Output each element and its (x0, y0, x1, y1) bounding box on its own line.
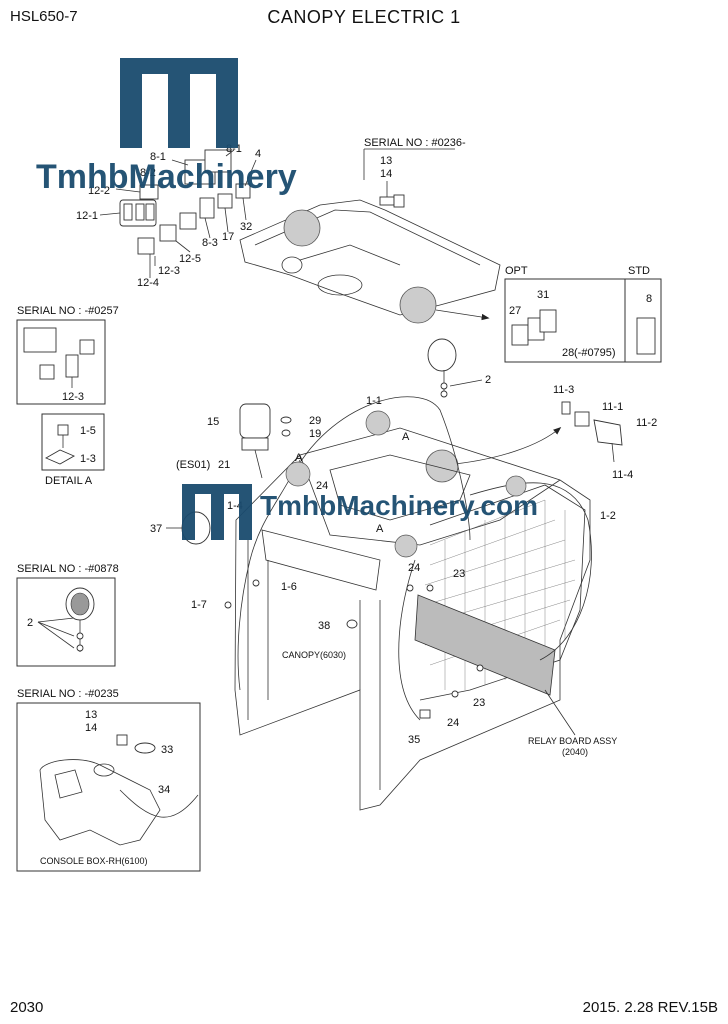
es01-label: (ES01) (176, 459, 210, 471)
callout-15: 15 (207, 416, 219, 428)
callout-1-7: 1-7 (191, 599, 207, 611)
detail-a-label: DETAIL A (45, 475, 93, 487)
callout-1-3: 1-3 (80, 453, 96, 465)
callout-23: 23 (453, 568, 465, 580)
canopy-frame (224, 396, 592, 811)
callout-14: 14 (380, 168, 392, 180)
revision-date: 2015. 2.28 REV.15B (582, 999, 718, 1016)
callout-12-2: 12-2 (88, 185, 110, 197)
page-title: CANOPY ELECTRIC 1 (267, 7, 461, 27)
callout-13: 13 (380, 155, 392, 167)
relay-board-label: RELAY BOARD ASSY (528, 736, 617, 746)
opt-label: OPT (505, 265, 528, 277)
watermark-logo-mid: TmhbMachinery.com (182, 484, 538, 540)
callout-4: 4 (255, 148, 261, 160)
callout-28: 28 (562, 347, 574, 359)
serial-0235-label: SERIAL NO : -#0235 (17, 688, 119, 700)
callout-12-5: 12-5 (179, 253, 201, 265)
callout-27: 27 (509, 305, 521, 317)
callout-23b: 23 (473, 697, 485, 709)
watermark-logo-top: TmhbMachinery (36, 58, 297, 196)
model-number: HSL650-7 (10, 8, 78, 25)
serial-0878-label: SERIAL NO : -#0878 (17, 563, 119, 575)
callout-11-2: 11-2 (636, 417, 657, 429)
callout-29: 29 (309, 415, 321, 427)
callout-8-3: 8-3 (202, 237, 218, 249)
label-a2: A (295, 452, 303, 464)
watermark-text-mid: TmhbMachinery.com (260, 490, 538, 521)
callout-14b: 14 (85, 722, 97, 734)
callout-1-5: 1-5 (80, 425, 96, 437)
watermark-text-top: TmhbMachinery (36, 158, 297, 196)
callout-19: 19 (309, 428, 321, 440)
callout-1-6: 1-6 (281, 581, 297, 593)
note-0795: (-#0795) (574, 347, 616, 359)
serial-0257-label: SERIAL NO : -#0257 (17, 305, 119, 317)
callout-12-4: 12-4 (137, 277, 159, 289)
callout-12-3b: 12-3 (62, 391, 84, 403)
relay-board-number: (2040) (562, 747, 588, 757)
label-a1: A (402, 431, 410, 443)
console-panel (239, 199, 501, 324)
callout-11-1: 11-1 (602, 401, 623, 413)
callout-11-4: 11-4 (612, 469, 633, 481)
console-box-label: CONSOLE BOX-RH(6100) (40, 856, 148, 866)
callout-1-2: 1-2 (600, 510, 616, 522)
callout-11-3: 11-3 (553, 384, 574, 396)
callout-8-1: 8-1 (150, 151, 166, 163)
callout-17: 17 (222, 231, 234, 243)
callout-38: 38 (318, 620, 330, 632)
std-label: STD (628, 265, 650, 277)
callout-1-4: 1-4 (227, 500, 243, 512)
callout-34: 34 (158, 784, 170, 796)
callout-13b: 13 (85, 709, 97, 721)
callout-24-top: 24 (316, 480, 328, 492)
switch-cluster (99, 149, 257, 278)
callout-2b: 2 (27, 617, 33, 629)
callout-8: 8 (646, 293, 652, 305)
callout-35: 35 (408, 734, 420, 746)
callout-33: 33 (161, 744, 173, 756)
callout-24b: 24 (447, 717, 459, 729)
callout-31: 31 (537, 289, 549, 301)
callout-8-2: 8-2 (140, 167, 156, 179)
callout-1-1: 1-1 (366, 395, 382, 407)
callout-2: 2 (485, 374, 491, 386)
callout-37: 37 (150, 523, 162, 535)
callout-21: 21 (218, 459, 230, 471)
callout-24: 24 (408, 562, 420, 574)
callout-12-3: 12-3 (158, 265, 180, 277)
page-number: 2030 (10, 999, 44, 1016)
serial-0236-label: SERIAL NO : #0236- (364, 137, 466, 149)
label-a3: A (376, 523, 384, 535)
callout-12-1: 12-1 (76, 210, 98, 222)
callout-32: 32 (240, 221, 252, 233)
canopy-label: CANOPY(6030) (282, 650, 346, 660)
